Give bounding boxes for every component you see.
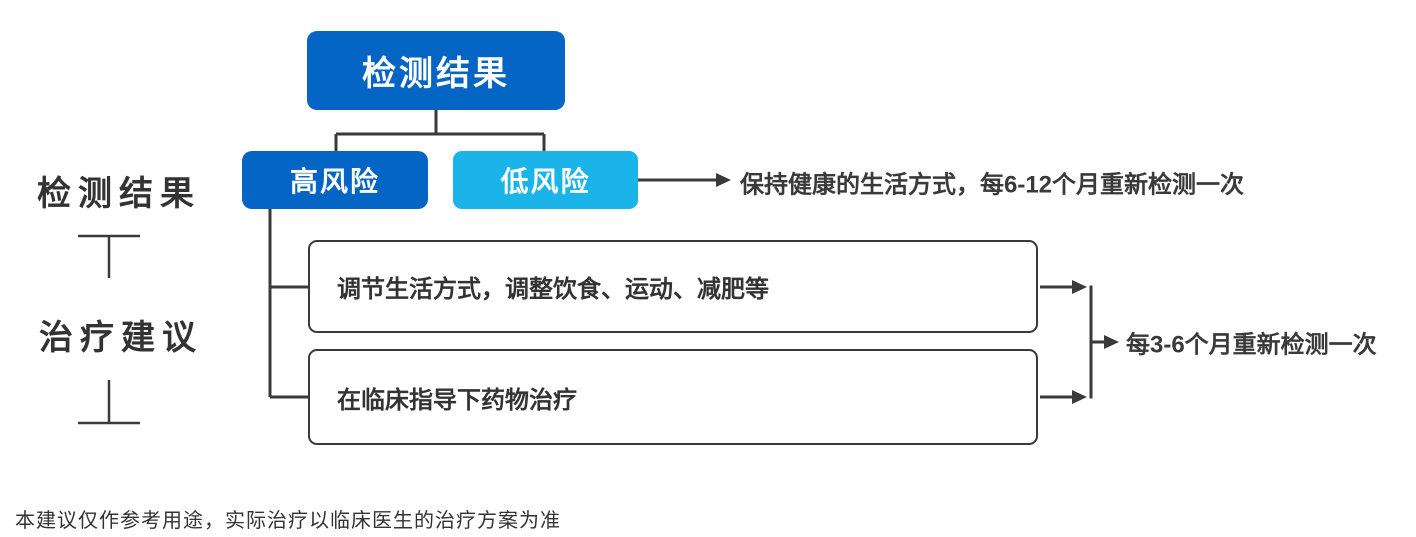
- arrowhead-treat2-icon: [1072, 390, 1087, 404]
- low-risk-recommendation-text: 保持健康的生活方式，每6-12个月重新检测一次: [740, 171, 1245, 199]
- disclaimer-text: 本建议仅作参考用途，实际治疗以临床医生的治疗方案为准: [15, 510, 561, 532]
- side-bracket-bottom: [78, 380, 140, 425]
- high-risk-branch-lines: [268, 209, 308, 399]
- node-high-risk: 高风险: [242, 151, 428, 209]
- arrowhead-followup-icon: [1104, 335, 1119, 349]
- followup-recommendation-text: 每3-6个月重新检测一次: [1126, 331, 1377, 359]
- row-label-treatment-advice: 治疗建议: [39, 319, 203, 357]
- converge-lines: [1040, 285, 1105, 399]
- node-low-risk: 低风险: [453, 151, 638, 209]
- row-label-test-result: 检测结果: [37, 175, 201, 213]
- tree-connector-top: [334, 110, 546, 151]
- arrowhead-icons: [716, 173, 1119, 404]
- node-clinical-medication: 在临床指导下药物治疗: [308, 349, 1038, 445]
- node-test-result: 检测结果: [307, 31, 565, 110]
- arrowhead-treat1-icon: [1072, 280, 1087, 294]
- node-lifestyle-adjustment: 调节生活方式，调整饮食、运动、减肥等: [308, 240, 1038, 333]
- side-bracket-top: [78, 234, 140, 278]
- arrowhead-low-risk-icon: [716, 173, 731, 187]
